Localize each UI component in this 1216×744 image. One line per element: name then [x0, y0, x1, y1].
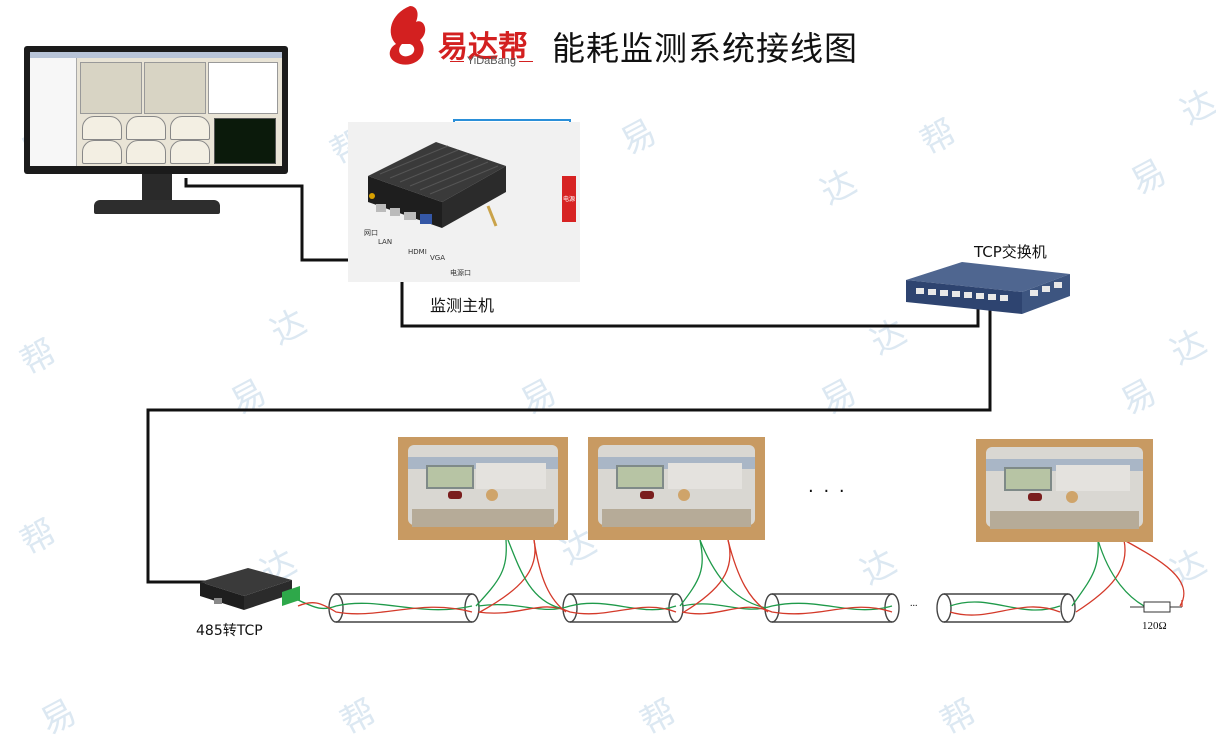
- bus-cable: [328, 593, 1076, 623]
- rs485-converter-icon: [200, 568, 300, 610]
- converter-cable: [146, 304, 992, 584]
- energy-meter-icon: [398, 437, 568, 540]
- brand-name-en: YiDaBang: [450, 55, 534, 67]
- port-label: LAN: [378, 238, 393, 246]
- terminator-label: 120Ω: [1142, 620, 1167, 632]
- energy-meter-icon: [976, 439, 1153, 542]
- switch-label: TCP交换机: [974, 243, 1047, 261]
- converter-label: 485转TCP: [196, 623, 263, 639]
- energy-meter-icon: [588, 437, 765, 540]
- resistor-icon: [1130, 600, 1183, 613]
- brand-name: 易达帮: [438, 30, 528, 65]
- bus-ellipsis: ...: [910, 598, 918, 609]
- host-label: 监测主机: [430, 296, 495, 315]
- page-title: 能耗监测系统接线图: [552, 29, 858, 68]
- port-label: 网口: [364, 229, 378, 237]
- port-label: HDMI: [408, 248, 427, 256]
- monitor-screen: [30, 52, 282, 166]
- mini-pc-icon: [368, 142, 506, 228]
- port-label: VGA: [430, 254, 446, 262]
- brand-logo-icon: [389, 6, 426, 65]
- power-tag: 电源: [562, 196, 575, 203]
- port-label: 电源口: [450, 269, 471, 277]
- power-adapter-icon: 电源: [562, 176, 576, 222]
- monitor-icon: [24, 46, 290, 218]
- network-switch-icon: [906, 262, 1070, 314]
- meters-ellipsis: . . .: [808, 476, 847, 497]
